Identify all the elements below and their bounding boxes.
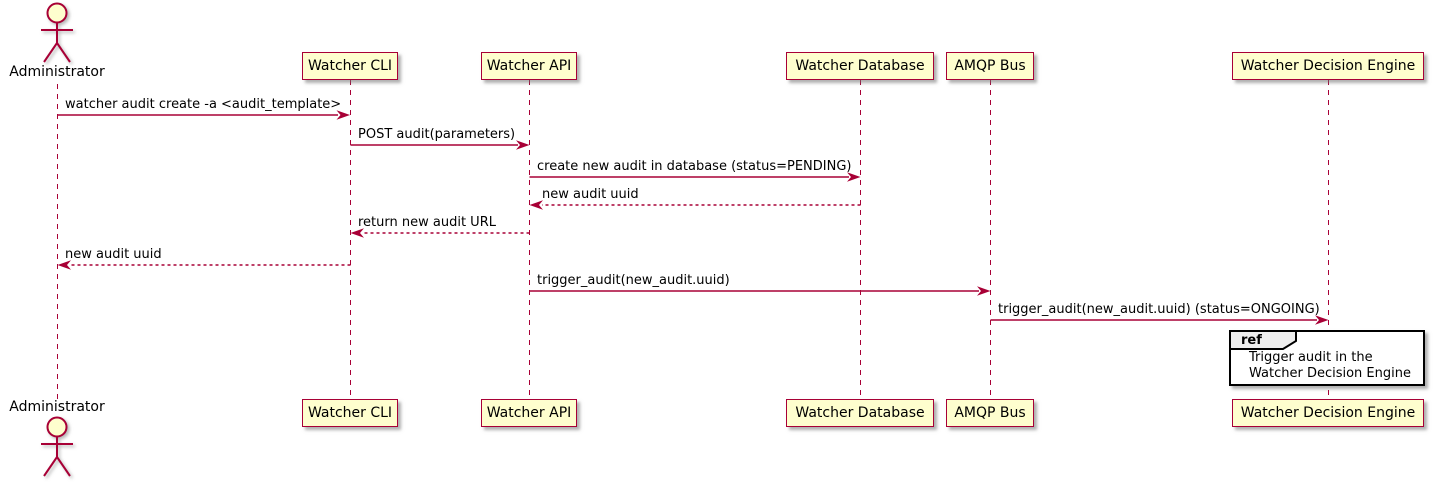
actor-label-administrator-bottom: Administrator	[9, 399, 105, 415]
participant-watcher-api-bottom: Watcher API	[481, 399, 577, 427]
ref-tab-shape	[1229, 330, 1297, 350]
message-arrow-1	[57, 110, 350, 120]
message-arrow-8	[990, 315, 1329, 325]
actor-label-administrator-top: Administrator	[9, 64, 105, 80]
message-label-1: watcher audit create -a <audit_template>	[65, 97, 342, 112]
message-arrow-5	[350, 228, 530, 238]
message-label-2: POST audit(parameters)	[358, 127, 516, 142]
participant-watcher-decision-engine-top: Watcher Decision Engine	[1232, 52, 1424, 80]
ref-content-line-2: Watcher Decision Engine	[1249, 365, 1411, 381]
message-label-5: return new audit URL	[358, 215, 496, 230]
message-label-6: new audit uuid	[65, 247, 162, 262]
participant-watcher-api-top: Watcher API	[481, 52, 577, 80]
ref-fragment: ref Trigger audit in the Watcher Decisio…	[1229, 330, 1425, 386]
participant-watcher-database-bottom: Watcher Database	[786, 399, 934, 427]
participant-watcher-decision-engine-bottom: Watcher Decision Engine	[1232, 399, 1424, 427]
participant-watcher-cli-top: Watcher CLI	[302, 52, 398, 80]
ref-tag-label: ref	[1241, 333, 1262, 348]
message-arrow-7	[529, 286, 991, 296]
message-label-8: trigger_audit(new_audit.uuid) (status=ON…	[998, 302, 1320, 317]
participant-amqp-bus-top: AMQP Bus	[946, 52, 1034, 80]
message-arrow-2	[350, 140, 530, 150]
ref-content-line-1: Trigger audit in the	[1249, 350, 1373, 365]
participant-amqp-bus-bottom: AMQP Bus	[946, 399, 1034, 427]
message-arrow-3	[529, 172, 861, 182]
actor-figure-administrator-top	[41, 2, 73, 63]
message-label-3: create new audit in database (status=PEN…	[537, 159, 852, 174]
participant-watcher-database-top: Watcher Database	[786, 52, 934, 80]
actor-figure-administrator-bottom	[41, 416, 73, 477]
message-label-4: new audit uuid	[542, 187, 639, 202]
participant-watcher-cli-bottom: Watcher CLI	[302, 399, 398, 427]
message-arrow-6	[57, 260, 351, 270]
message-label-7: trigger_audit(new_audit.uuid)	[537, 273, 730, 288]
message-arrow-4	[529, 200, 861, 210]
ref-content: Trigger audit in the Watcher Decision En…	[1249, 350, 1411, 381]
